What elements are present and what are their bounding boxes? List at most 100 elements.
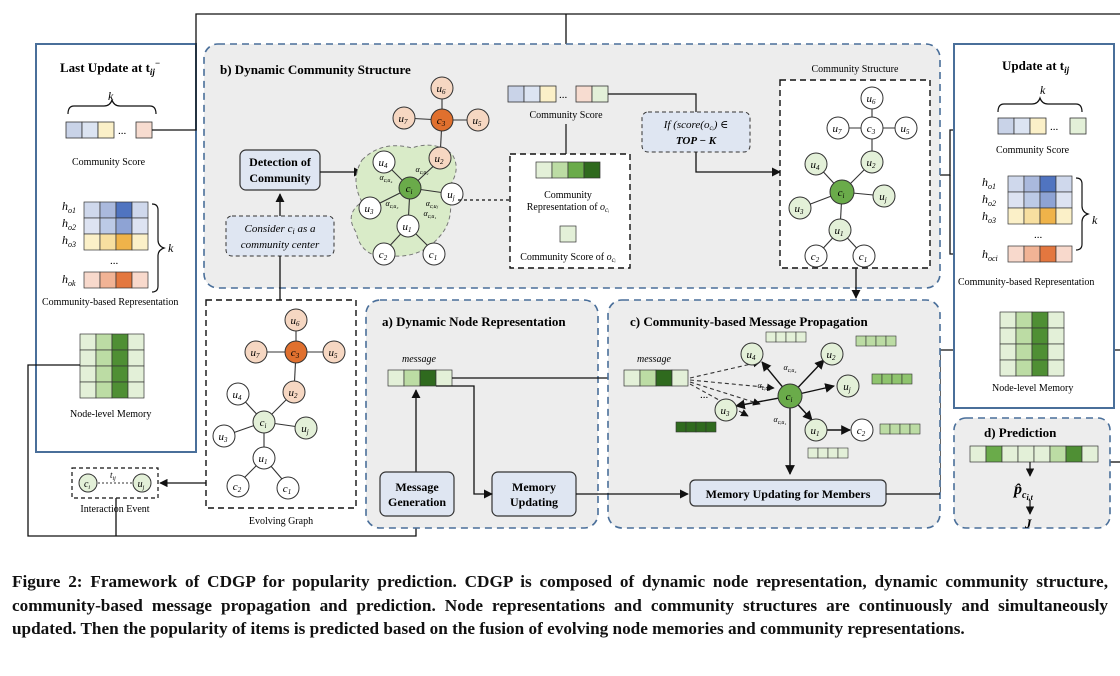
- svg-text:u4: u4: [747, 349, 757, 362]
- svg-text:...: ...: [559, 89, 568, 101]
- community-score-vector-top: ...: [507, 85, 609, 103]
- community-score-vector: ...: [65, 121, 153, 139]
- svg-text:hoci: hoci: [982, 247, 998, 263]
- svg-text:community center: community center: [241, 239, 320, 251]
- svg-text:u2: u2: [827, 349, 837, 362]
- svg-text:ho1: ho1: [982, 175, 996, 191]
- svg-text:u4: u4: [811, 159, 821, 172]
- community-structure-box: [779, 79, 931, 269]
- svg-text:u4: u4: [233, 389, 243, 402]
- svg-text:ci: ci: [260, 417, 267, 430]
- svg-text:u6: u6: [291, 315, 301, 328]
- svg-text:u1: u1: [259, 453, 268, 466]
- dynamic-node-representation-panel: a) Dynamic Node Representation message M…: [365, 299, 623, 529]
- community-structure-label: Community Structure: [812, 64, 900, 75]
- svg-text:c3: c3: [291, 347, 300, 360]
- memory-updating-box: [491, 471, 577, 517]
- svg-text:u6: u6: [867, 93, 877, 106]
- svg-text:u3: u3: [365, 203, 375, 216]
- svg-text:c3: c3: [867, 123, 876, 136]
- svg-text:αcᵢu₁: αcᵢu₁: [774, 415, 787, 426]
- community-graph-nodes: [358, 76, 490, 266]
- prediction-p-hat: p̂ci,t: [1012, 481, 1034, 502]
- community-blob: [350, 144, 457, 257]
- svg-text:uj: uj: [138, 479, 145, 491]
- memory-updating-members-box: [689, 479, 887, 507]
- svg-text:Community-based Representation: Community-based Representation: [958, 277, 1094, 288]
- svg-text:Generation: Generation: [388, 495, 446, 509]
- svg-text:If (score(ocᵢ) ∈: If (score(ocᵢ) ∈: [663, 119, 729, 132]
- svg-text:c2: c2: [379, 249, 388, 262]
- svg-text:d) Prediction: d) Prediction: [984, 425, 1057, 440]
- svg-text:ci: ci: [786, 391, 793, 404]
- svg-text:ho2: ho2: [982, 192, 996, 208]
- svg-text:αcᵢuⱼ: αcᵢuⱼ: [426, 199, 439, 210]
- prediction-panel: d) Prediction p̂ci,t J: [953, 417, 1111, 531]
- svg-text:message: message: [637, 354, 671, 365]
- framework-figure: Last Update at tij− k ... Community Scor…: [27, 13, 1120, 537]
- svg-text:uj: uj: [843, 381, 851, 394]
- svg-text:Community Score of ocᵢ: Community Score of ocᵢ: [520, 252, 616, 264]
- svg-text:uj: uj: [447, 189, 455, 202]
- svg-text:...: ...: [700, 389, 709, 401]
- dynamic-community-structure-panel: b) Dynamic Community Structure Detection…: [203, 43, 941, 299]
- message-generation-box: [379, 471, 455, 517]
- community-representation-vector: [535, 161, 601, 179]
- svg-text:TOP − K: TOP − K: [676, 135, 717, 147]
- svg-text:ho2: ho2: [62, 216, 76, 232]
- svg-text:ho1: ho1: [62, 199, 76, 215]
- community-representation-matrix-left: ...: [83, 201, 149, 289]
- svg-text:u7: u7: [399, 113, 409, 126]
- svg-text:αcᵢu₂: αcᵢu₂: [416, 165, 429, 176]
- community-graph-labels: u6 u7 u5 c3 u2 u4 ci uj u3 u1 c2 c1 αcᵢu…: [365, 83, 483, 262]
- svg-text:u5: u5: [329, 347, 339, 360]
- svg-text:αcᵢu₃: αcᵢu₃: [758, 381, 771, 392]
- svg-text:c1: c1: [429, 249, 437, 262]
- svg-text:ci: ci: [406, 183, 413, 196]
- community-based-representation-label: Community-based Representation: [42, 297, 178, 308]
- svg-text:u3: u3: [795, 203, 805, 216]
- evolving-graph-label: Evolving Graph: [249, 516, 313, 527]
- svg-text:Node-level Memory: Node-level Memory: [992, 383, 1073, 394]
- svg-text:αcᵢu₄: αcᵢu₄: [784, 363, 797, 374]
- svg-text:u6: u6: [437, 83, 447, 96]
- interaction-event: ci uj tij Interaction Event: [71, 467, 206, 515]
- svg-text:u3: u3: [219, 431, 229, 444]
- svg-text:u3: u3: [721, 405, 731, 418]
- last-update-title: Last Update at tij−: [60, 58, 160, 77]
- svg-text:c2: c2: [233, 481, 242, 494]
- svg-text:u2: u2: [435, 153, 445, 166]
- svg-text:c2: c2: [857, 425, 866, 438]
- svg-text:...: ...: [1050, 121, 1059, 133]
- svg-text:k: k: [1092, 213, 1098, 227]
- svg-text:uj: uj: [301, 423, 309, 436]
- svg-text:ci: ci: [84, 479, 90, 491]
- community-message-propagation-panel: c) Community-based Message Propagation m…: [576, 299, 941, 529]
- update-panel: Update at tij k ... Community Score ho1 …: [953, 43, 1115, 409]
- svg-text:u2: u2: [867, 157, 877, 170]
- svg-text:J: J: [1024, 516, 1032, 531]
- svg-text:hok: hok: [62, 272, 76, 288]
- svg-text:c3: c3: [437, 115, 446, 128]
- svg-text:Message: Message: [395, 480, 439, 494]
- panel-b-title: b) Dynamic Community Structure: [220, 62, 411, 77]
- svg-text:u1: u1: [403, 221, 412, 234]
- svg-text:Memory Updating for Members: Memory Updating for Members: [706, 487, 871, 501]
- k-label-left-brace: k: [168, 241, 174, 255]
- svg-text:ci: ci: [838, 187, 845, 200]
- svg-text:a) Dynamic Node Representation: a) Dynamic Node Representation: [382, 314, 566, 329]
- svg-text:uj: uj: [879, 191, 887, 204]
- svg-text:ho3: ho3: [982, 209, 996, 225]
- svg-text:u1: u1: [835, 225, 844, 238]
- svg-text:Community: Community: [544, 190, 592, 201]
- detection-of-community-box: [239, 149, 321, 191]
- svg-text:Representation of ocᵢ: Representation of ocᵢ: [527, 202, 610, 214]
- svg-text:αcᵢu₄: αcᵢu₄: [380, 173, 393, 184]
- svg-text:u2: u2: [289, 387, 299, 400]
- last-update-panel: Last Update at tij− k ... Community Scor…: [35, 43, 197, 453]
- evolving-graph: u6 u7 u5 c3 u2 u4 ci uj u3 u1 c2 c1 Evol…: [205, 256, 357, 527]
- svg-text:ho3: ho3: [62, 233, 76, 249]
- svg-text:k: k: [1040, 83, 1046, 97]
- node-level-memory-label: Node-level Memory: [70, 409, 151, 420]
- fused-prediction-vector: [969, 445, 1099, 463]
